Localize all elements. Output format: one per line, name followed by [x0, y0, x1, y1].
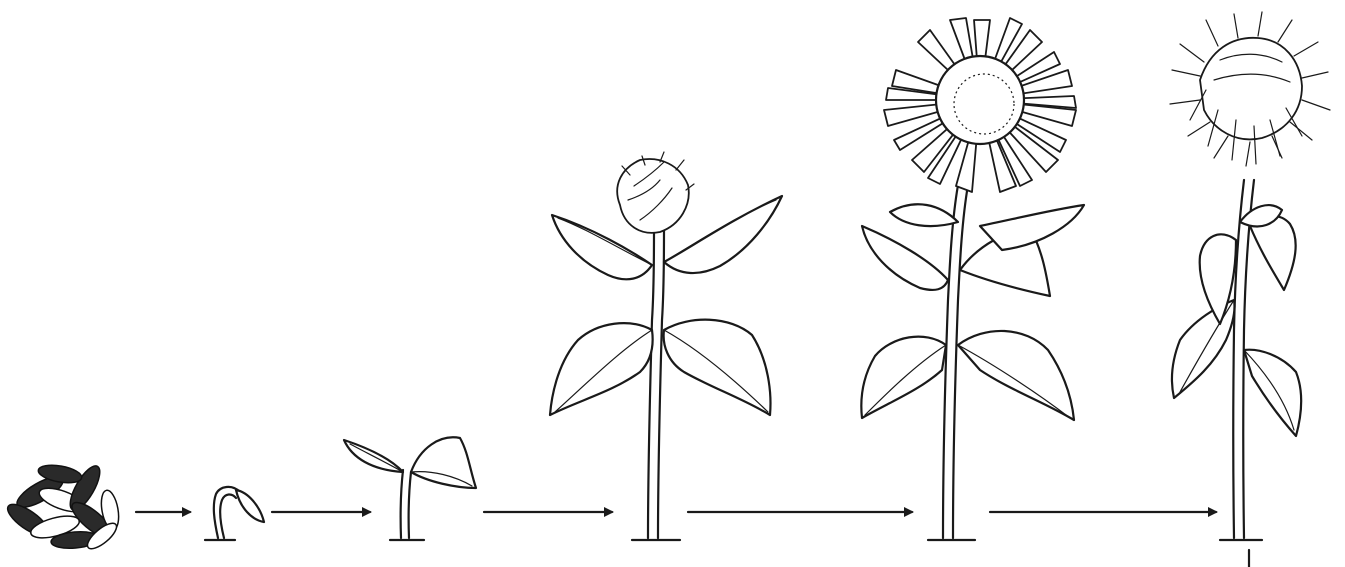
stage-germination: [205, 487, 264, 540]
stage-seedling: [344, 437, 476, 540]
stage-wilting: [1170, 12, 1330, 567]
stage-flowering: [861, 18, 1084, 540]
stage-bud: [550, 152, 782, 540]
wilted-flower-head: [1170, 12, 1330, 166]
sunflower-bloom: [884, 18, 1076, 192]
stage-seeds: [3, 462, 121, 553]
